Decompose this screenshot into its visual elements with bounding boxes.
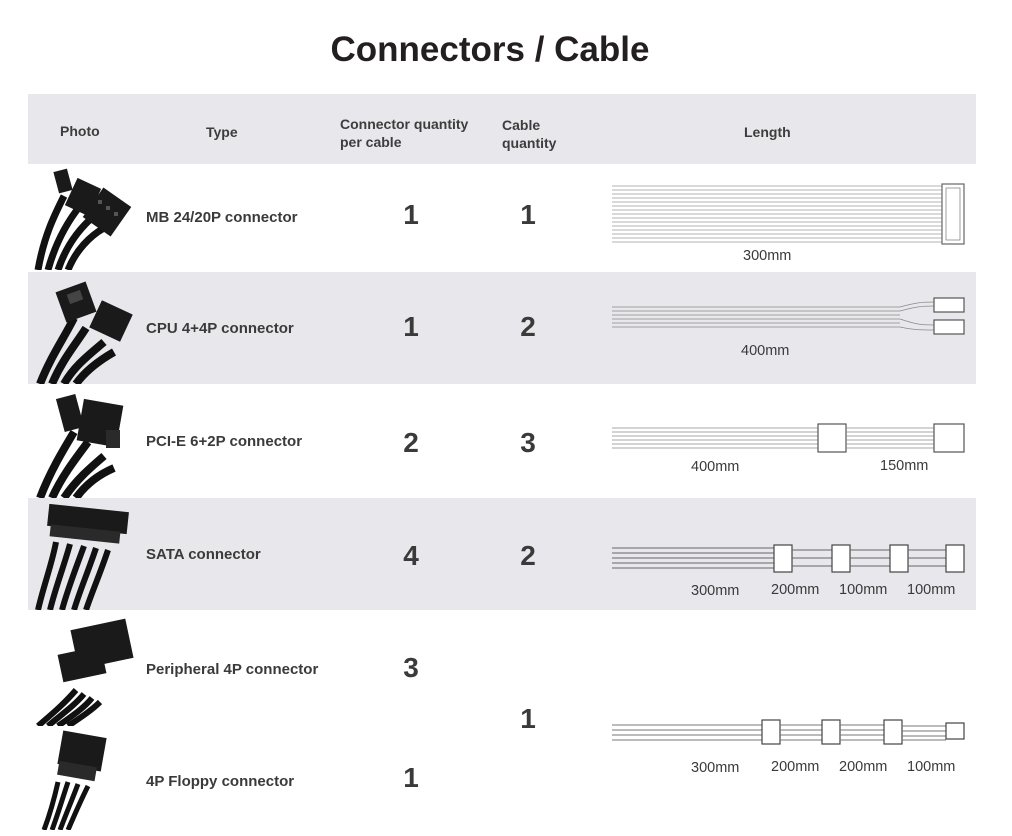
type-mb-24-20p: MB 24/20P connector — [146, 209, 298, 226]
mb-connector-photo — [34, 168, 132, 270]
row-band-sata — [28, 498, 976, 610]
header-cable-quantity-1: Cable — [502, 117, 541, 133]
conn-qty-floppy: 1 — [403, 762, 419, 793]
header-type: Type — [206, 124, 238, 140]
length-peripheral-2: 200mm — [771, 759, 820, 775]
cable-qty-cpu: 2 — [520, 311, 536, 342]
length-peripheral-4: 100mm — [907, 759, 956, 775]
type-pcie-6-2p: PCI-E 6+2P connector — [146, 433, 303, 450]
table-header — [28, 94, 976, 164]
length-cpu: 400mm — [741, 343, 790, 359]
length-sata-2: 200mm — [771, 582, 820, 598]
cable-qty-pcie: 3 — [520, 427, 536, 458]
length-pcie-2: 150mm — [880, 458, 929, 474]
length-pcie-1: 400mm — [691, 459, 740, 475]
pcie-connector-photo — [36, 393, 124, 498]
length-peripheral-1: 300mm — [691, 760, 740, 776]
sata-connector-photo — [35, 504, 129, 610]
header-cable-quantity-2: quantity — [502, 135, 557, 151]
cable-qty-sata: 2 — [520, 540, 536, 571]
conn-qty-sata: 4 — [403, 540, 419, 571]
type-sata: SATA connector — [146, 546, 261, 563]
cable-qty-mb: 1 — [520, 199, 536, 230]
cable-qty-peripheral-floppy: 1 — [520, 703, 536, 734]
conn-qty-mb: 1 — [403, 199, 419, 230]
type-4p-floppy: 4P Floppy connector — [146, 773, 295, 790]
conn-qty-peripheral: 3 — [403, 652, 419, 683]
peripheral-connector-photo — [36, 618, 134, 726]
floppy-connector-photo — [41, 730, 107, 830]
header-photo: Photo — [60, 123, 100, 139]
length-mb: 300mm — [743, 248, 792, 264]
cpu-connector-photo — [36, 281, 133, 384]
mb-cable-diagram — [612, 183, 965, 245]
length-sata-4: 100mm — [907, 582, 956, 598]
length-sata-3: 100mm — [839, 582, 888, 598]
conn-qty-pcie: 2 — [403, 427, 419, 458]
length-peripheral-3: 200mm — [839, 759, 888, 775]
type-peripheral-4p: Peripheral 4P connector — [146, 661, 319, 678]
peripheral-cable-diagram — [612, 719, 965, 745]
page-title: Connectors / Cable — [330, 30, 650, 69]
type-cpu-4-4p: CPU 4+4P connector — [146, 320, 294, 337]
header-connector-quantity-2: per cable — [340, 134, 402, 150]
conn-qty-cpu: 1 — [403, 311, 419, 342]
header-connector-quantity-1: Connector quantity — [340, 116, 469, 132]
length-sata-1: 300mm — [691, 583, 740, 599]
header-length: Length — [744, 124, 791, 140]
pcie-cable-diagram — [612, 423, 965, 453]
row-band-cpu — [28, 272, 976, 384]
